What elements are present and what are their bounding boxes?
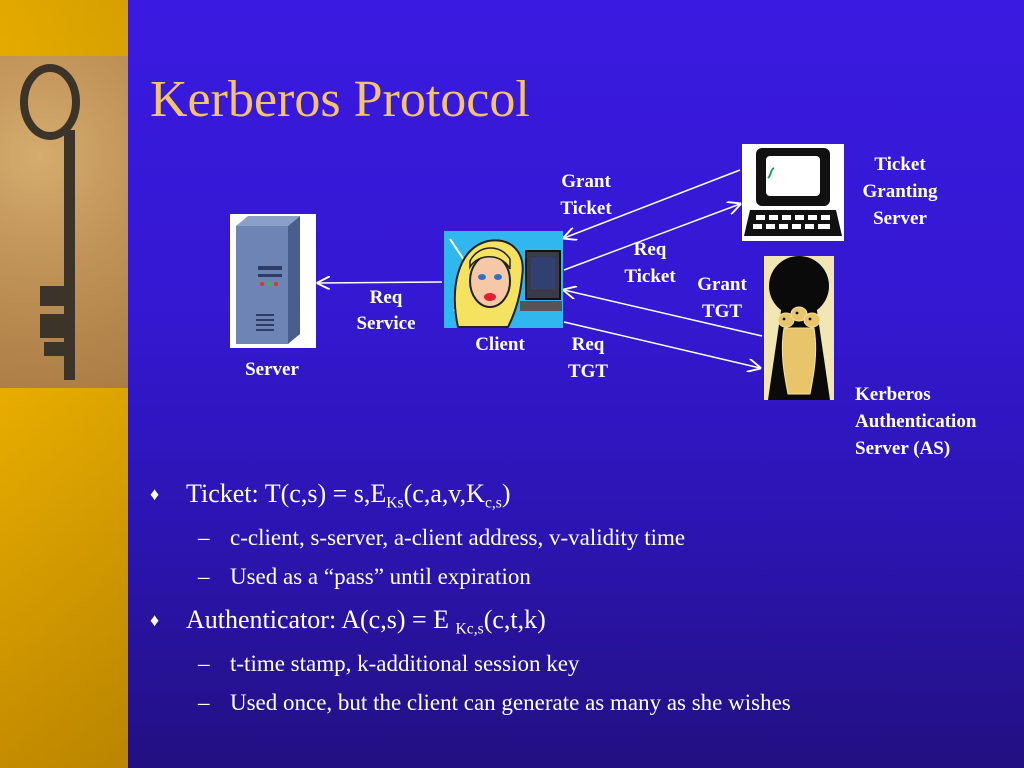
antique-key-image [0,56,128,388]
bullet-authenticator: ♦ Authenticator: A(c,s) = E Kc,s(c,t,k) [150,596,1010,644]
sub-bullet-auth-fields: –t-time stamp, k-additional session key [150,644,1010,683]
tgs-label-line-2: Granting [862,181,938,202]
arrow-grant-ticket [564,169,741,238]
sub-bullet-auth-once: –Used once, but the client can generate … [150,683,1010,722]
edge-req-ticket-line-1: Req [633,239,667,260]
sub-bullet-ticket-pass: –Used as a “pass” until expiration [150,557,1010,596]
tgs-label-line-1: Ticket [874,154,926,175]
edge-req-service-line-2: Service [356,313,416,334]
ticket-formula-part-e: ) [501,479,511,508]
sub-bullet-dash: – [198,564,210,589]
arrow-grant-tgt [564,290,763,337]
edge-req-tgt-line-2: TGT [567,361,609,382]
as-label-line-1: Kerberos [855,384,931,405]
slide-title: Kerberos Protocol [150,71,530,128]
sub-bullet-text: t-time stamp, k-additional session key [230,651,580,676]
sub-bullet-ticket-fields: –c-client, s-server, a-client address, v… [150,518,1010,557]
sub-bullet-dash: – [198,525,210,550]
bullet-ticket: ♦ Ticket: T(c,s) = s,EKs(c,a,v,Kc,s) [150,470,1010,518]
edge-req-service-line-1: Req [369,287,403,308]
edge-grant-ticket-line-1: Grant [561,171,611,192]
as-label-line-2: Authentication [855,411,977,432]
ticket-formula-sub-cs: c,s [484,494,502,512]
edge-grant-tgt-line-2: TGT [701,301,743,322]
bullet-diamond-icon: ♦ [150,484,160,504]
arrow-req-ticket [563,204,740,271]
ticket-formula-part-a: Ticket: T(c,s) = s,E [186,479,387,508]
computer-terminal-icon [744,148,842,236]
arrow-req-service [318,282,443,283]
client-label: Client [475,334,525,355]
ticket-formula-sub-ks: Ks [386,494,404,512]
server-tower-icon [236,216,300,344]
auth-formula-sub-kcs: Kc,s [455,620,484,638]
ticket-formula-part-c: (c,a,v,K [403,479,485,508]
sub-bullet-text: c-client, s-server, a-client address, v-… [230,525,686,550]
auth-formula-part-c: (c,t,k) [483,605,546,634]
client-image [444,231,563,328]
cerberus-keyhole-icon [764,256,834,400]
client-woman-icon [444,231,563,328]
server-label: Server [245,359,299,380]
edge-grant-tgt-line-1: Grant [697,274,747,295]
antique-key-icon [20,64,80,380]
edge-req-tgt-line-1: Req [571,334,605,355]
arrow-req-tgt [563,321,760,368]
bullet-list: ♦Ticket: T(c,s) = s,EKs(c,a,v,Kc,s) –c-c… [150,470,1010,722]
sub-bullet-text: Used as a “pass” until expiration [230,564,531,589]
tgs-label-line-3: Server [873,208,927,229]
edge-req-ticket-line-2: Ticket [624,266,676,287]
bullet-diamond-icon: ♦ [150,610,160,630]
sub-bullet-dash: – [198,690,210,715]
as-image [764,256,834,400]
auth-formula-part-a: Authenticator: A(c,s) = E [186,605,456,634]
tgs-image [742,144,844,241]
as-label-line-3: Server (AS) [855,438,951,459]
sub-bullet-text: Used once, but the client can generate a… [230,690,791,715]
server-image [230,214,316,348]
edge-grant-ticket-line-2: Ticket [560,198,612,219]
sub-bullet-dash: – [198,651,210,676]
